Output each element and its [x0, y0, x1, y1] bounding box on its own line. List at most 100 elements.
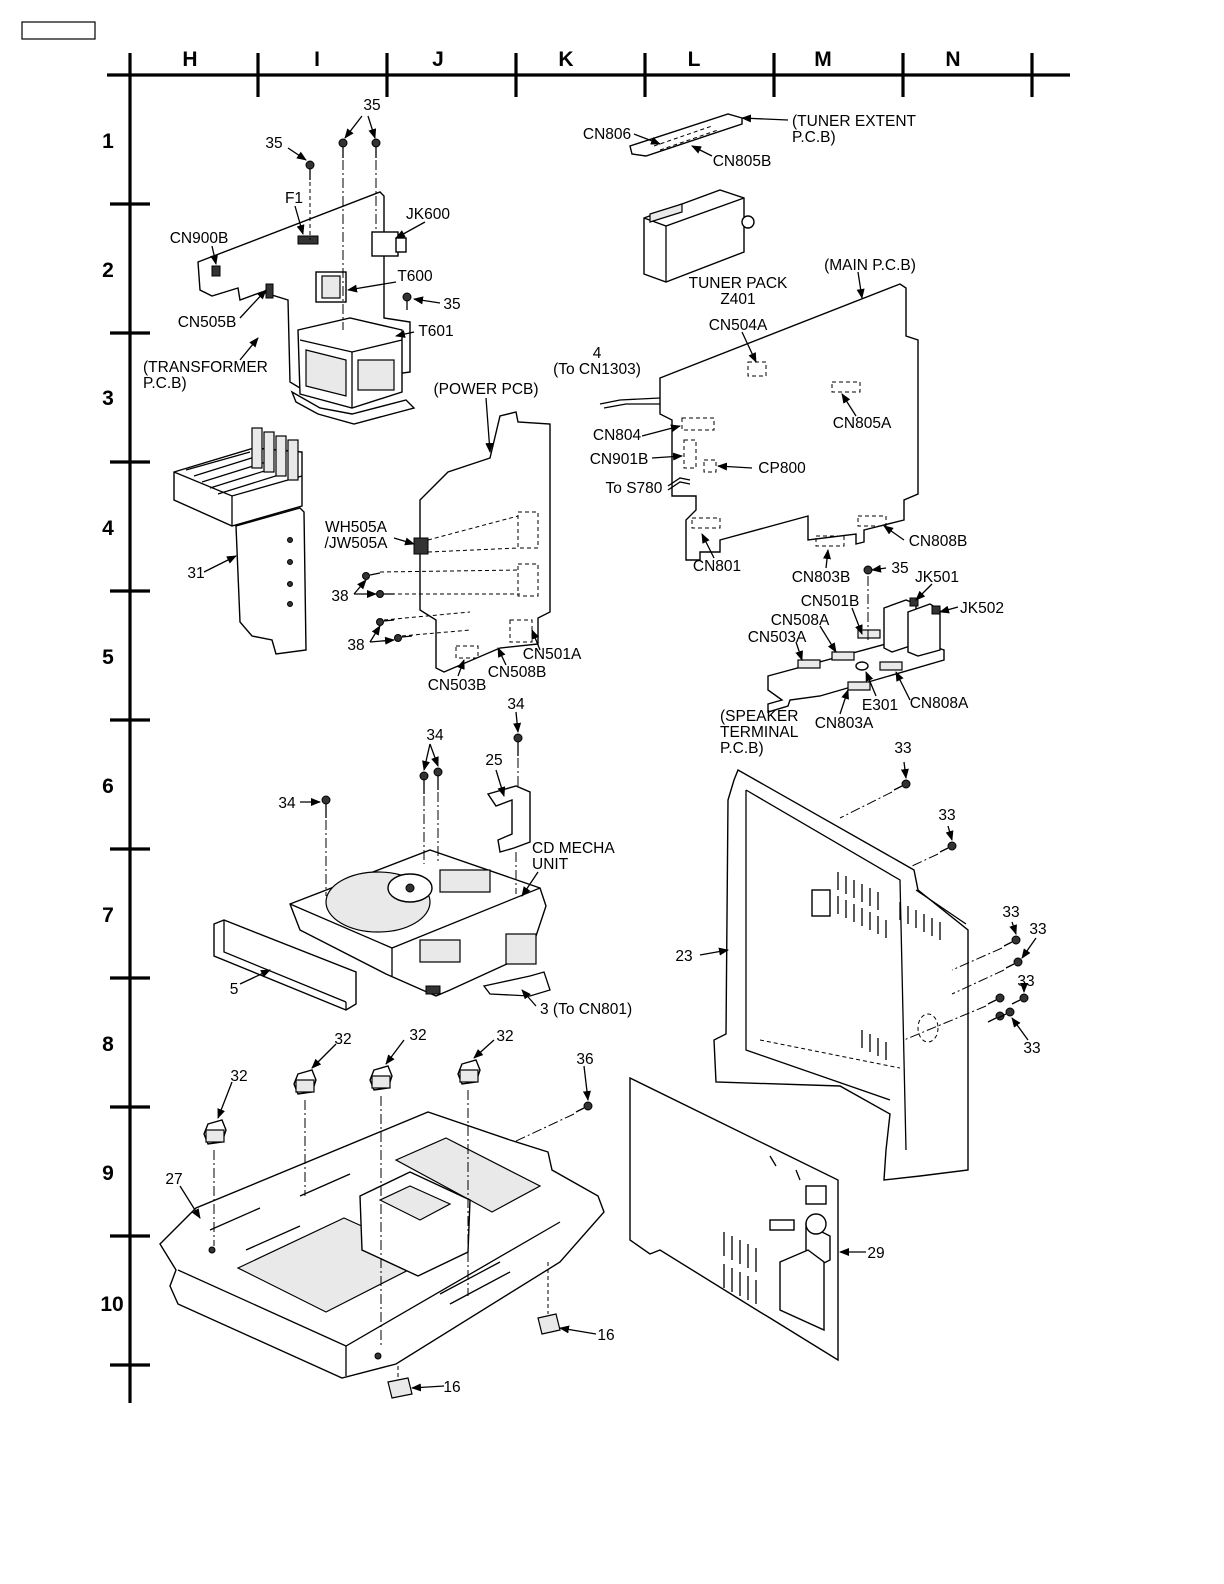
label-cn504a: CN504A [709, 317, 768, 334]
label-31: 31 [187, 565, 204, 582]
grid-row-6: 6 [102, 775, 114, 798]
main-leaders [641, 271, 905, 569]
label-cn805a: CN805A [833, 415, 892, 432]
label-cn505b: CN505B [178, 314, 237, 331]
label-cn503b: CN503B [428, 677, 487, 694]
label-speaker-1: (SPEAKER [720, 708, 798, 725]
label-25: 25 [485, 752, 502, 769]
label-35-top: 35 [363, 97, 380, 114]
label-jk600: JK600 [406, 206, 450, 223]
label-cn508b: CN508B [488, 664, 547, 681]
label-33-b: 33 [938, 807, 955, 824]
power-pcb [379, 411, 551, 673]
label-36: 36 [576, 1051, 593, 1068]
label-cn801: CN801 [693, 558, 741, 575]
label-cn803b: CN803B [792, 569, 851, 586]
label-cn901b: CN901B [590, 451, 649, 468]
grid-col-j: J [432, 48, 444, 71]
label-38-b: 38 [347, 637, 364, 654]
label-z401: Z401 [720, 291, 755, 308]
label-f1: F1 [285, 190, 303, 207]
label-tuner-extent-1: (TUNER EXTENT [792, 113, 917, 130]
label-cn808b: CN808B [909, 533, 968, 550]
transformer-pcb [197, 191, 416, 425]
page-tag-box [21, 21, 96, 40]
grid-row-9: 9 [102, 1162, 114, 1185]
label-32-d: 32 [496, 1028, 513, 1045]
label-cn808a: CN808A [910, 695, 969, 712]
front-bar-5 [213, 919, 357, 1011]
grid-row-1: 1 [102, 130, 114, 153]
bottom-chassis-27 [159, 1111, 605, 1379]
grid-col-i: I [314, 48, 320, 71]
label-4: 4 [593, 345, 602, 362]
bottom-cover-29 [629, 1076, 866, 1362]
label-cn503a: CN503A [748, 629, 807, 646]
speaker-leaders [795, 564, 959, 715]
grid-frame [107, 53, 1070, 1403]
screws-33 [839, 779, 1029, 1041]
label-cn805b: CN805B [713, 153, 772, 170]
label-38-a: 38 [331, 588, 348, 605]
grid-row-7: 7 [102, 904, 114, 927]
grid-row-5: 5 [102, 646, 114, 669]
main-pcb [599, 283, 919, 561]
grid-col-h: H [182, 48, 197, 71]
cd-leaders [239, 711, 539, 1007]
screws-34 [321, 733, 523, 896]
label-speaker-3: P.C.B) [720, 740, 764, 757]
vent-slots-upper [837, 872, 941, 940]
label-to-s780: To S780 [606, 480, 663, 497]
grid-col-m: M [814, 48, 832, 71]
label-32-c: 32 [409, 1027, 426, 1044]
label-jk501: JK501 [915, 569, 959, 586]
feet-32-and-16 [203, 1059, 593, 1399]
label-main-pcb: (MAIN P.C.B) [824, 257, 916, 274]
label-to-cn1303: (To CN1303) [553, 361, 641, 378]
label-27: 27 [165, 1171, 182, 1188]
label-16-a: 16 [597, 1327, 614, 1344]
label-33-e: 33 [1017, 973, 1034, 990]
label-jw505a: /JW505A [325, 535, 389, 552]
label-33-f: 33 [1023, 1040, 1040, 1057]
label-t601: T601 [418, 323, 453, 340]
heatsink-31 [173, 427, 307, 655]
tuner-extent-pcb [629, 113, 789, 157]
label-wh505a: WH505A [325, 519, 388, 536]
label-33-c: 33 [1002, 904, 1019, 921]
label-34-left: 34 [278, 795, 296, 812]
chassis-leaders [179, 1039, 597, 1392]
label-33-a: 33 [894, 740, 911, 757]
label-cn804: CN804 [593, 427, 642, 444]
label-35-mid: 35 [443, 296, 460, 313]
label-cd-mecha-2: UNIT [532, 856, 569, 873]
label-35-right: 35 [891, 560, 908, 577]
label-t600: T600 [397, 268, 433, 285]
grid-row-2: 2 [102, 259, 114, 282]
grid-col-k: K [558, 48, 573, 71]
grid-row-8: 8 [102, 1033, 114, 1056]
label-jk502: JK502 [960, 600, 1004, 617]
label-23: 23 [675, 948, 692, 965]
label-tuner-pack: TUNER PACK [689, 275, 788, 292]
tuner-pack-z401 [643, 189, 755, 283]
label-29: 29 [867, 1245, 884, 1262]
label-cn508a: CN508A [771, 612, 830, 629]
label-16-b: 16 [443, 1379, 460, 1396]
power-leaders [353, 397, 541, 677]
label-34-mid: 34 [426, 727, 444, 744]
label-cd-mecha-1: CD MECHA [532, 840, 615, 857]
speaker-terminal-pcb [767, 565, 945, 713]
cable-3 [482, 971, 551, 997]
label-transformer-2: P.C.B) [143, 375, 187, 392]
label-cn900b: CN900B [170, 230, 229, 247]
label-32-a: 32 [230, 1068, 247, 1085]
label-32-b: 32 [334, 1031, 351, 1048]
label-e301: E301 [862, 697, 898, 714]
rear-panel-23 [713, 768, 969, 1181]
rear-leaders [699, 761, 1037, 1041]
label-speaker-2: TERMINAL [720, 724, 799, 741]
grid-row-4: 4 [102, 517, 114, 540]
label-cp800: CP800 [758, 460, 806, 477]
